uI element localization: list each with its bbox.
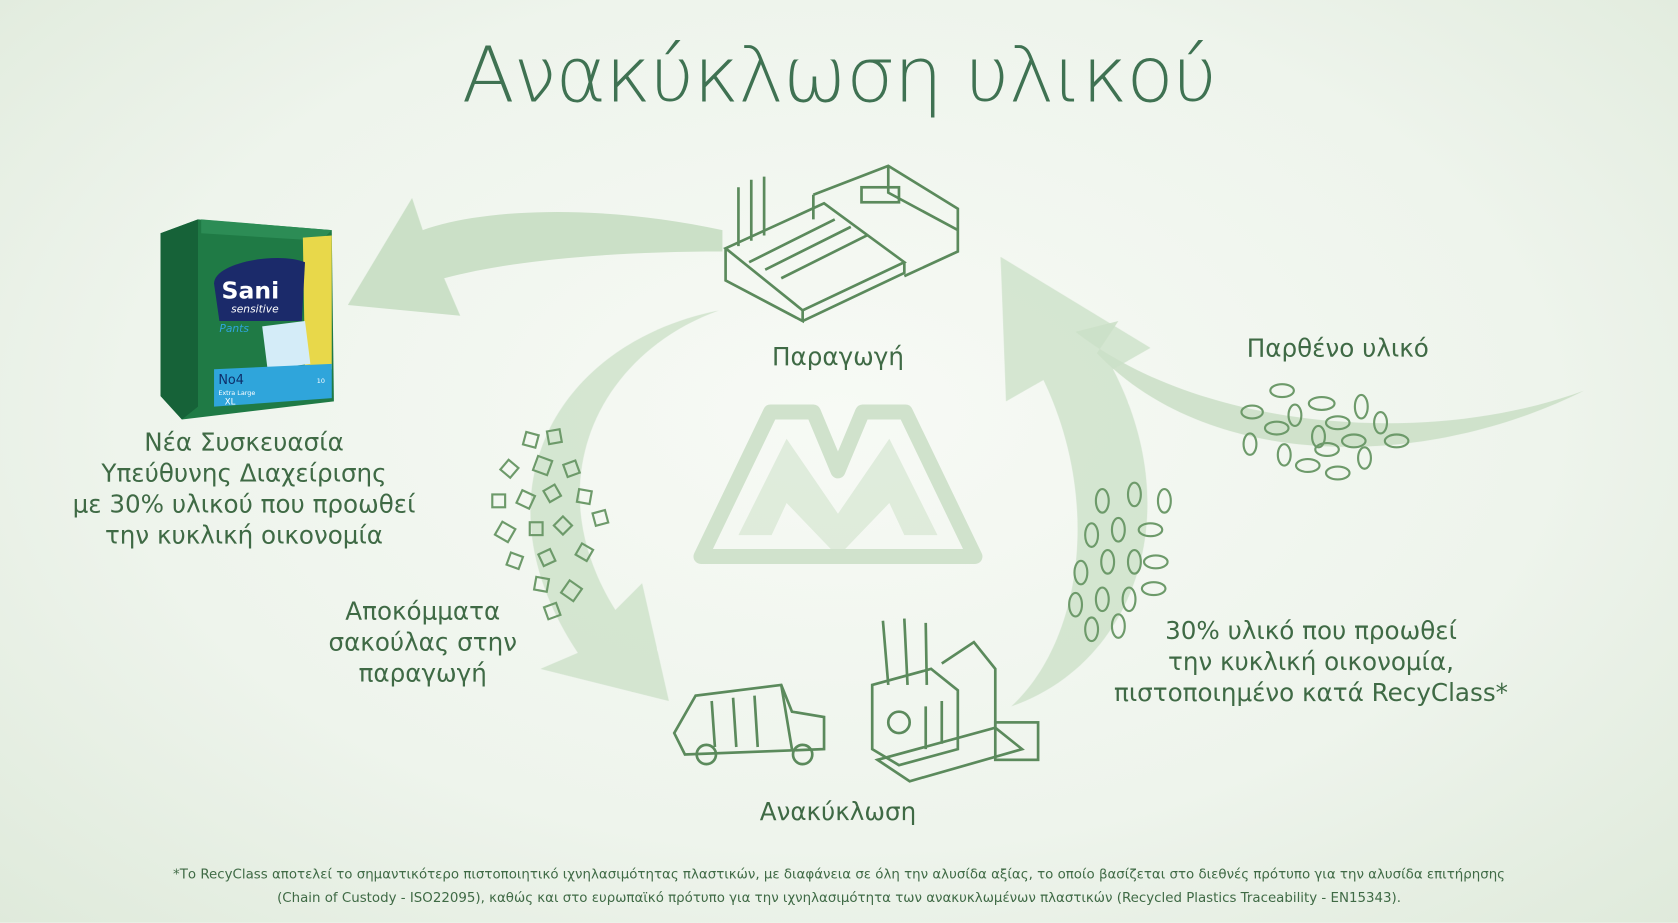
factory-icon: [723, 164, 960, 324]
footnote: *Το RecyClass αποτελεί το σημαντικότερο …: [0, 863, 1678, 910]
product-count: 10: [317, 377, 325, 385]
brand-logo: [693, 404, 983, 564]
recycled-pellets: [1068, 481, 1172, 643]
product-size: No4: [218, 373, 244, 388]
bag-scraps: [491, 427, 610, 621]
label-line: 30% υλικό που προωθεί: [1165, 617, 1457, 646]
product-size-name: Extra Large: [218, 389, 255, 397]
brand-logo-inner: [738, 438, 938, 557]
recycling-plant-icon: [870, 618, 1040, 783]
label-new-package: Νέα Συσκευασία Υπεύθυνης Διαχείρισης με …: [30, 428, 458, 552]
label-line: την κυκλική οικονομία: [104, 522, 384, 551]
arrow-virgin: [1075, 321, 1584, 447]
label-line: σακούλας στην: [328, 629, 517, 658]
garbage-truck-icon: [672, 683, 826, 766]
page-title: Ανακύκλωση υλικού: [461, 29, 1217, 120]
brand-name: Sani: [222, 277, 280, 305]
label-line: με 30% υλικού που προωθεί: [72, 491, 416, 520]
product-line: sensitive: [231, 302, 279, 315]
label-virgin-material: Παρθένο υλικό: [1246, 334, 1429, 363]
label-line: Αποκόμματα: [345, 598, 501, 627]
label-production: Παραγωγή: [771, 343, 904, 372]
label-scraps: Αποκόμματα σακούλας στην παραγωγή: [316, 597, 530, 690]
label-line: πιστοποιημένο κατά RecyClass*: [1114, 679, 1508, 708]
label-recycled-material: 30% υλικό που προωθεί την κυκλική οικονο…: [1097, 616, 1525, 709]
arrow-to-recycling: [530, 310, 720, 701]
label-recycling: Ανακύκλωση: [759, 798, 917, 827]
footnote-line: *Το RecyClass αποτελεί το σημαντικότερο …: [173, 865, 1506, 882]
product-size-code: XL: [225, 398, 236, 408]
arrow-to-package: [347, 197, 723, 316]
label-line: Υπεύθυνης Διαχείρισης: [101, 460, 387, 489]
label-line: παραγωγή: [358, 660, 487, 689]
footnote-line: (Chain of Custody - ISO22095), καθώς και…: [277, 889, 1401, 906]
arrow-to-production: [1000, 256, 1151, 707]
product-type: Pants: [219, 322, 249, 335]
label-line: την κυκλική οικονομία,: [1168, 648, 1454, 677]
virgin-pellets: [1240, 383, 1410, 481]
product-package: Sani sensitive Pants No4 Extra Large XL …: [160, 219, 334, 420]
label-line: Νέα Συσκευασία: [144, 429, 344, 457]
